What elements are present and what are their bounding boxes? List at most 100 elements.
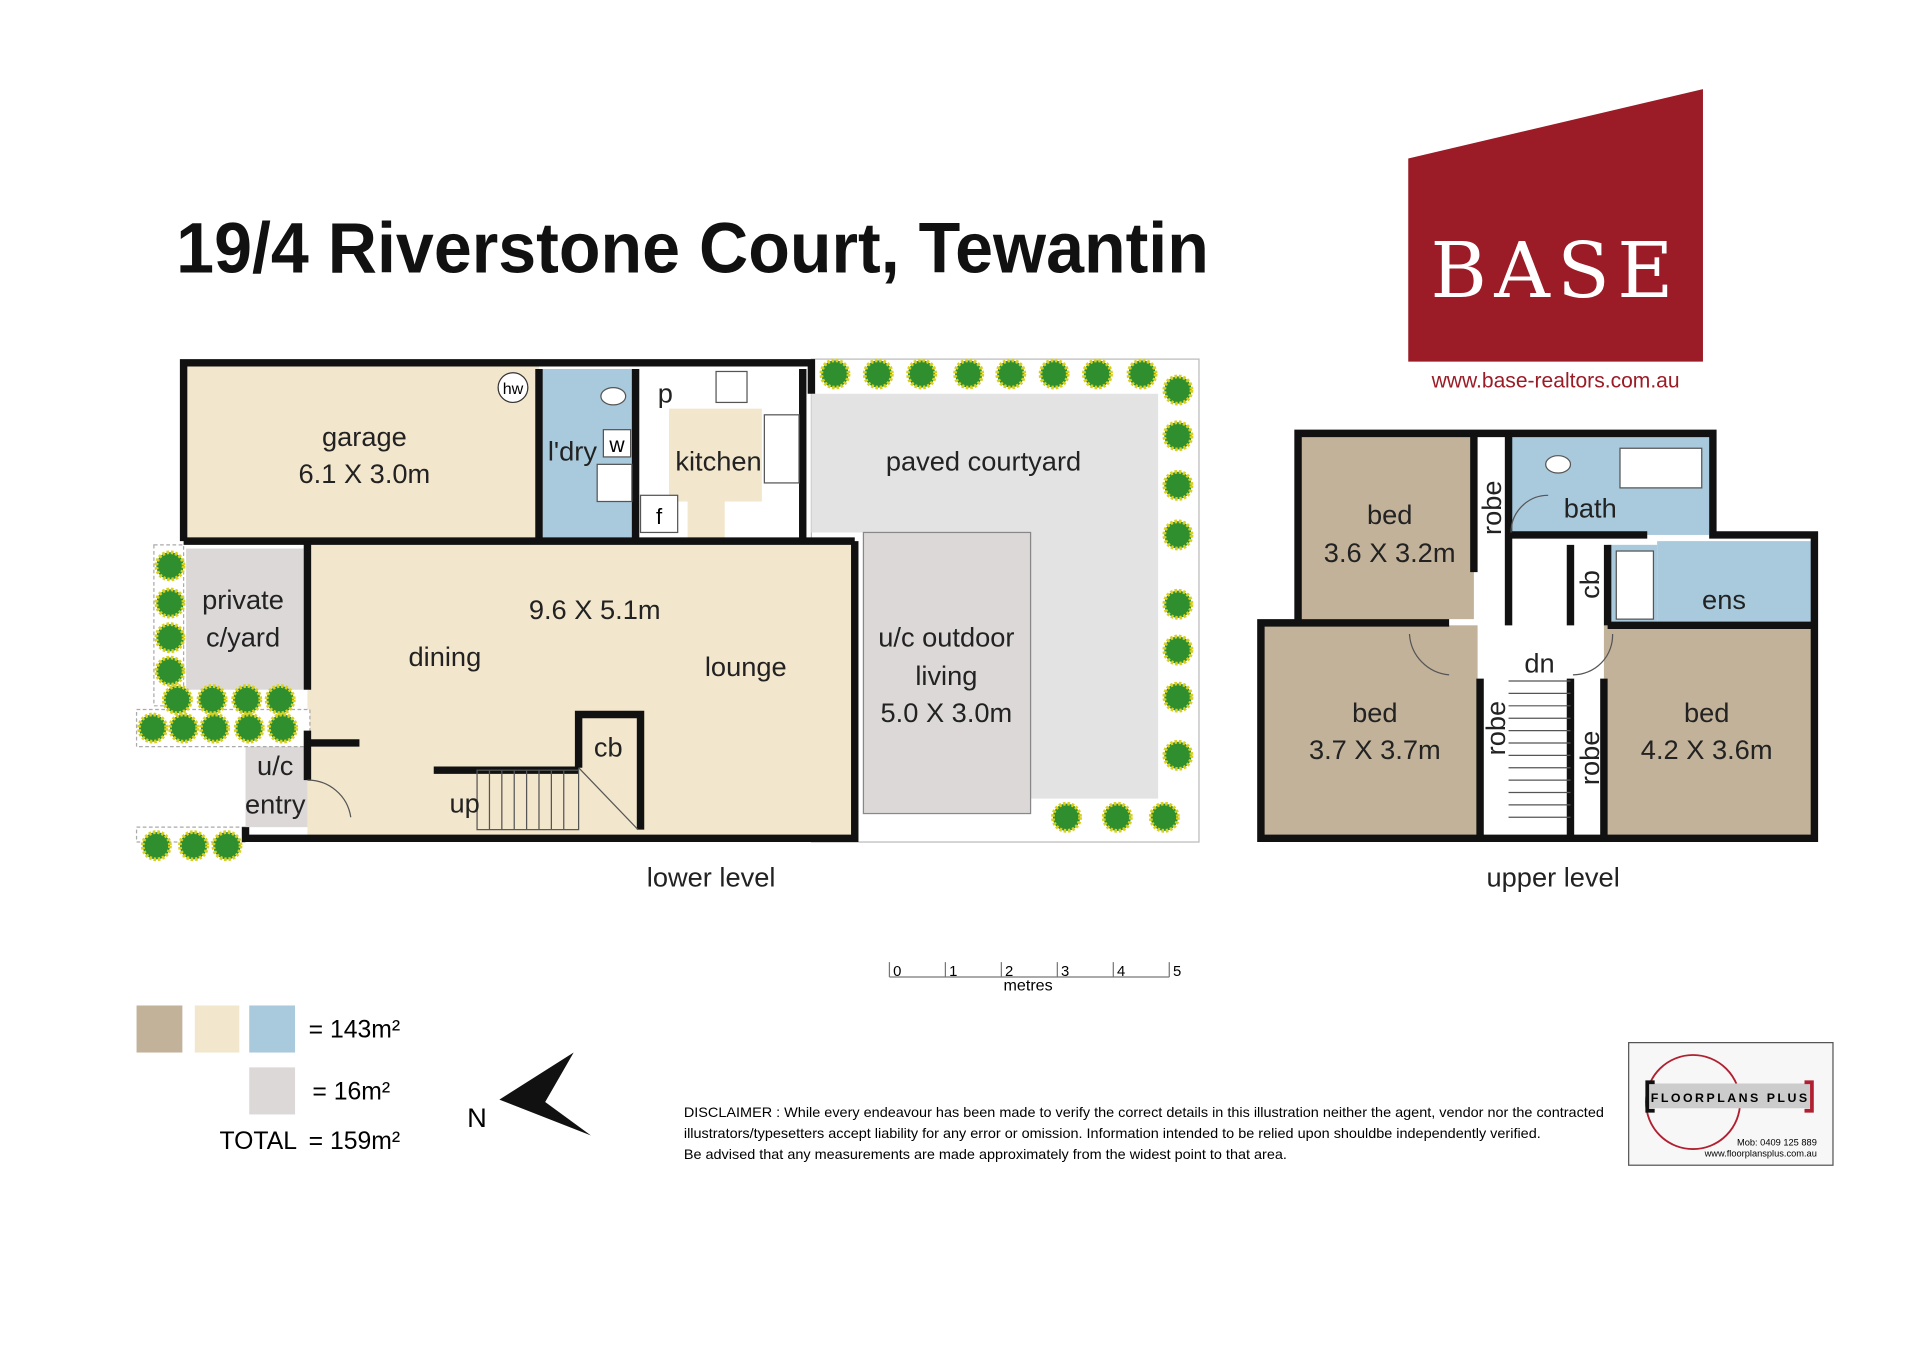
scale-unit: metres [1004, 977, 1053, 995]
room-label: robe [1574, 731, 1605, 786]
room-label: u/c outdoor [878, 621, 1014, 652]
floorplans-plus-logo: FLOORPLANS PLUS Mob: 0409 125 889 www.fl… [1628, 1042, 1834, 1166]
legend-total: = 159m² [309, 1128, 400, 1155]
tree-icon [137, 712, 169, 744]
outdoor-living [862, 531, 1032, 815]
room-label: living [915, 660, 977, 691]
brand-url: www.base-realtors.com.au [1431, 370, 1680, 393]
tree-icon [199, 712, 231, 744]
stair-label: dn [1524, 647, 1554, 678]
tree-icon [1101, 801, 1133, 833]
tree-icon [1162, 681, 1194, 713]
tree-icon [154, 587, 186, 619]
room-label: bed [1352, 697, 1397, 728]
bed-2 [1260, 625, 1478, 839]
paved-courtyard [811, 393, 1159, 799]
room-label: cb [1574, 570, 1605, 599]
tree-icon [1162, 739, 1194, 771]
tree-icon [196, 684, 228, 716]
private-courtyard [186, 548, 304, 690]
tree-icon [264, 684, 296, 716]
tree-icon [819, 358, 851, 390]
lower-level-label: lower level [647, 862, 776, 893]
fridge-label: f [656, 504, 663, 529]
room-dimension: 6.1 X 3.0m [299, 458, 431, 489]
tree-icon [953, 358, 985, 390]
bed-1 [1298, 433, 1474, 620]
room-dimension: 5.0 X 3.0m [881, 697, 1013, 728]
room-dimension: 4.2 X 3.6m [1641, 734, 1773, 765]
tree-icon [1051, 801, 1082, 833]
room-label: robe [1480, 701, 1511, 756]
legend-swatch-wet [249, 1005, 296, 1053]
tree-icon [154, 550, 186, 582]
room-label: garage [322, 421, 407, 452]
tree-icon [1162, 588, 1194, 620]
entry [245, 742, 308, 828]
svg-text:Be advised that any measuremen: Be advised that any measurements are mad… [684, 1147, 1287, 1163]
tree-icon [862, 358, 894, 390]
svg-text:N: N [467, 1102, 487, 1133]
svg-text:BASE: BASE [1431, 227, 1681, 316]
room-dimension: 3.7 X 3.7m [1309, 734, 1441, 765]
svg-text:DISCLAIMER : While every endea: DISCLAIMER : While every endeavour has b… [684, 1105, 1604, 1121]
upper-level-label: upper level [1487, 862, 1620, 893]
ensuite [1657, 541, 1815, 623]
room-label: kitchen [675, 446, 761, 477]
tree-icon [1038, 358, 1070, 390]
tree-icon [1148, 801, 1180, 833]
tree-icon [1162, 374, 1194, 406]
tree-icon [140, 830, 172, 862]
tree-icon [231, 684, 263, 716]
room-dimension: 9.6 X 5.1m [529, 594, 661, 625]
bed-3 [1603, 625, 1815, 839]
north-arrow: N [467, 1052, 591, 1136]
legend-outdoor-area: = 16m² [312, 1079, 390, 1106]
room-label: lounge [705, 651, 787, 682]
north-arrow-icon [499, 1052, 591, 1136]
room-label: private [202, 584, 284, 615]
tree-icon [906, 358, 938, 390]
tree-icon [168, 712, 200, 744]
tree-icon [1162, 420, 1194, 452]
tree-icon [161, 684, 193, 716]
tree-icon [154, 622, 186, 654]
room-label: ens [1702, 584, 1746, 615]
legend-swatch-outdoor [249, 1067, 296, 1115]
room-label: bed [1684, 697, 1729, 728]
room-label: bed [1367, 499, 1412, 530]
scale-tick-label: 0 [893, 964, 901, 980]
living-area [307, 541, 855, 839]
legend-main-area: = 143m² [309, 1017, 400, 1044]
disclaimer: DISCLAIMER : While every endeavour has b… [684, 1105, 1604, 1163]
w-label: w [608, 434, 625, 457]
legend-swatch-living [194, 1005, 240, 1053]
room-dimension: 3.6 X 3.2m [1324, 537, 1456, 568]
base-logo[interactable]: BASE www.base-realtors.com.au [1408, 89, 1703, 393]
tree-icon [154, 655, 186, 687]
room-label: paved courtyard [886, 446, 1081, 477]
room-label: u/c [257, 750, 293, 781]
legend-total-label: TOTAL [220, 1128, 297, 1155]
tree-icon [995, 358, 1027, 390]
room-label: dining [409, 641, 482, 672]
room-label: cb [594, 732, 623, 763]
room-label: c/yard [206, 621, 280, 652]
page-title: 19/4 Riverstone Court, Tewantin [176, 208, 1209, 288]
scale-tick-label: 1 [949, 964, 957, 980]
tree-icon [1162, 519, 1194, 551]
room-label: robe [1476, 480, 1507, 535]
tree-icon [267, 712, 299, 744]
scale-tick-label: 5 [1173, 964, 1181, 980]
garage [183, 362, 539, 542]
room-label: entry [245, 789, 306, 820]
svg-text:FLOORPLANS PLUS: FLOORPLANS PLUS [1651, 1091, 1810, 1105]
lower-level-plan: garage 6.1 X 3.0m hw l'dry w p kitchen f… [135, 358, 1200, 893]
tree-icon [211, 830, 243, 862]
svg-text:www.floorplansplus.com.au: www.floorplansplus.com.au [1704, 1149, 1817, 1159]
area-legend: = 143m² = 16m² TOTAL = 159m² [136, 1005, 400, 1155]
tree-icon [1162, 634, 1194, 666]
svg-text:illustrators/typesetters accep: illustrators/typesetters accept liabilit… [684, 1126, 1541, 1142]
room-label: l'dry [548, 436, 597, 467]
